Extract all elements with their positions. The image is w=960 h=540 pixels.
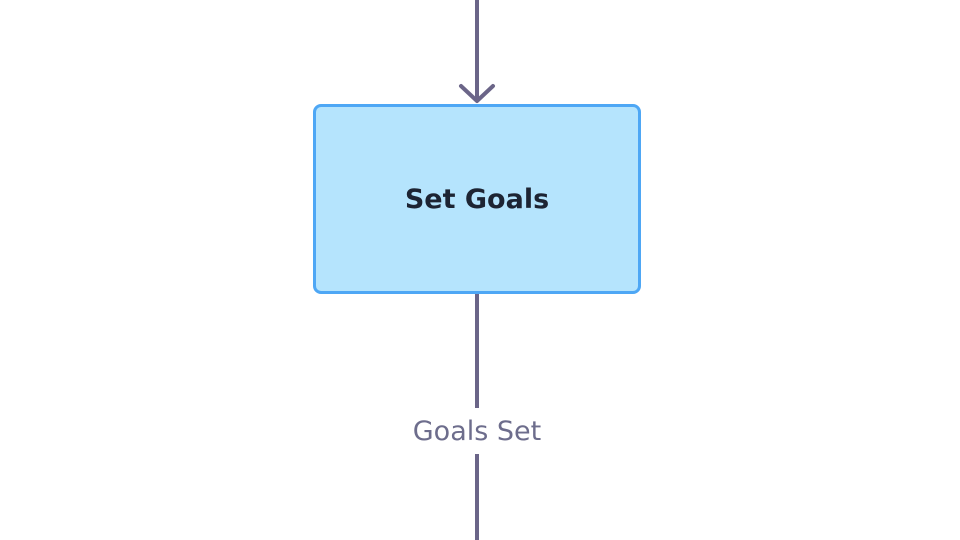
goals-set-edge-label: Goals Set: [380, 408, 574, 454]
set-goals-node-label: Set Goals: [404, 183, 550, 215]
set-goals-node[interactable]: Set Goals: [313, 104, 641, 294]
incoming-edge-arrowhead: [459, 84, 495, 103]
